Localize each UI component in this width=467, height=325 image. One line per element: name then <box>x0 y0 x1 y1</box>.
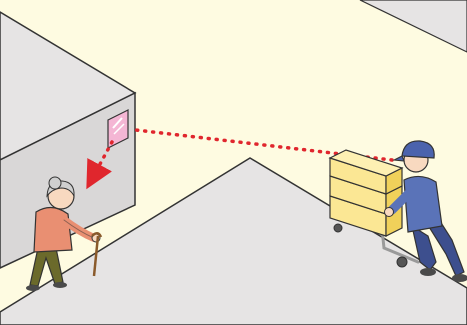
illustration-canvas <box>0 0 467 325</box>
corner-mirror-scene <box>0 0 467 325</box>
